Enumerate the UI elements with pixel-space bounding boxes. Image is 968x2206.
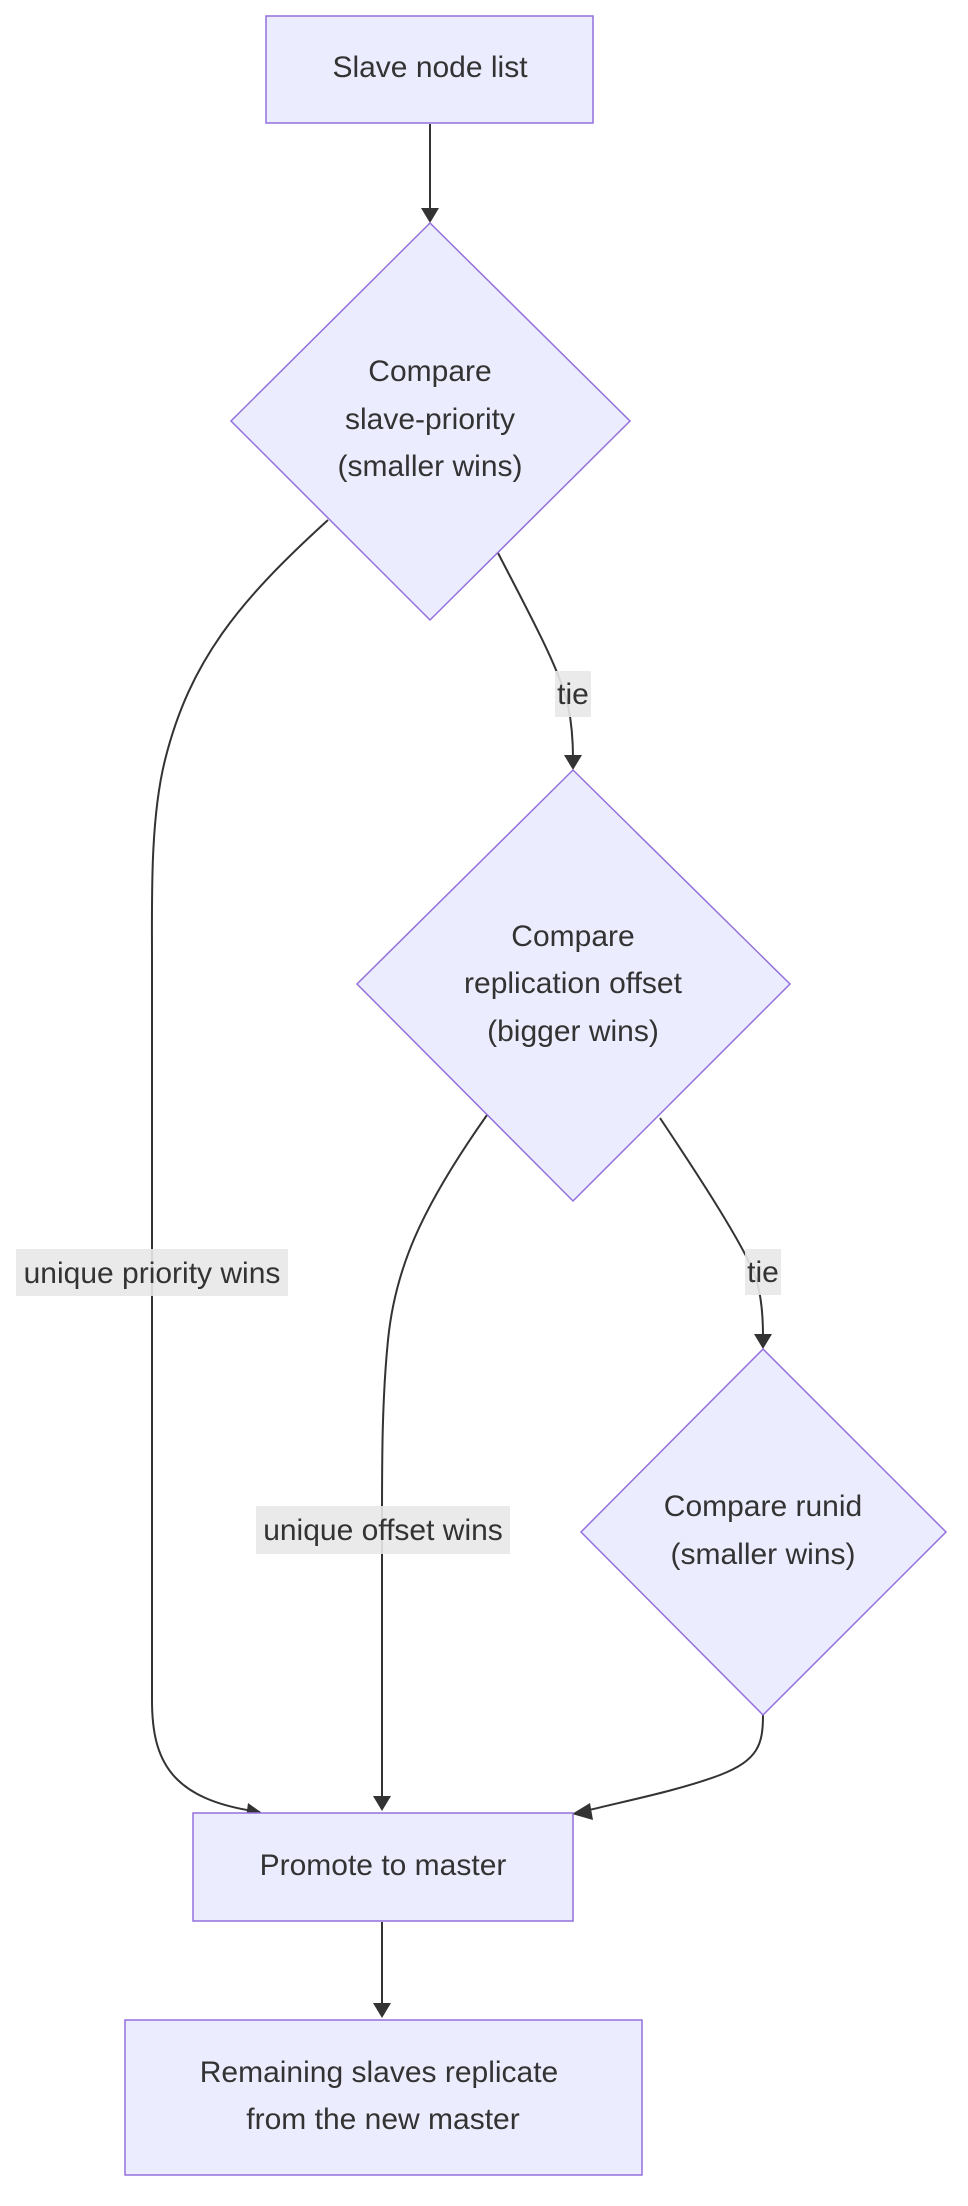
node-compare-runid-line1: Compare runid <box>664 1490 862 1523</box>
node-compare-priority: Compare slave-priority (smaller wins) <box>229 221 632 622</box>
edge-label-offset-tie-text: tie <box>747 1256 779 1289</box>
edge-label-unique-priority: unique priority wins <box>16 1249 288 1296</box>
arrowhead-promote-to-remaining <box>373 2003 391 2018</box>
edge-unique-offset <box>381 1114 488 1798</box>
edge-label-offset-tie: tie <box>745 1249 781 1295</box>
edge-unique-priority <box>150 519 329 1813</box>
edge-label-priority-tie-text: tie <box>557 678 589 711</box>
node-compare-offset: Compare replication offset (bigger wins) <box>355 768 792 1203</box>
node-remaining-line1: Remaining slaves replicate <box>200 2056 559 2089</box>
node-slave-list: Slave node list <box>265 15 594 124</box>
arrowhead-offset-tie <box>754 1334 772 1349</box>
node-compare-offset-line3: (bigger wins) <box>487 1015 659 1048</box>
arrowhead-unique-offset <box>373 1796 391 1811</box>
arrowhead-priority-tie <box>564 755 582 770</box>
node-compare-priority-line2: slave-priority <box>345 403 515 436</box>
node-compare-priority-line3: (smaller wins) <box>337 450 522 483</box>
arrowhead-list-to-priority <box>421 208 439 223</box>
node-remaining-line2: from the new master <box>246 2103 519 2136</box>
edge-runid-to-promote <box>584 1714 764 1812</box>
edge-label-priority-tie: tie <box>555 671 591 717</box>
edge-label-unique-offset-text: unique offset wins <box>263 1514 503 1547</box>
node-compare-priority-line1: Compare <box>368 355 491 388</box>
node-slave-list-label: Slave node list <box>332 51 528 84</box>
node-compare-offset-line1: Compare <box>511 920 634 953</box>
node-compare-runid: Compare runid (smaller wins) <box>579 1347 948 1717</box>
node-remaining: Remaining slaves replicate from the new … <box>124 2019 643 2176</box>
node-promote-label: Promote to master <box>260 1849 507 1882</box>
arrowhead-runid-to-promote <box>572 1803 593 1820</box>
edge-label-unique-offset: unique offset wins <box>256 1506 510 1554</box>
edge-label-unique-priority-text: unique priority wins <box>24 1257 281 1290</box>
edge-offset-tie <box>659 1117 764 1337</box>
node-compare-offset-line2: replication offset <box>464 967 683 1000</box>
edge-priority-tie <box>497 552 574 759</box>
node-promote: Promote to master <box>192 1812 574 1922</box>
node-compare-runid-line2: (smaller wins) <box>670 1538 855 1571</box>
